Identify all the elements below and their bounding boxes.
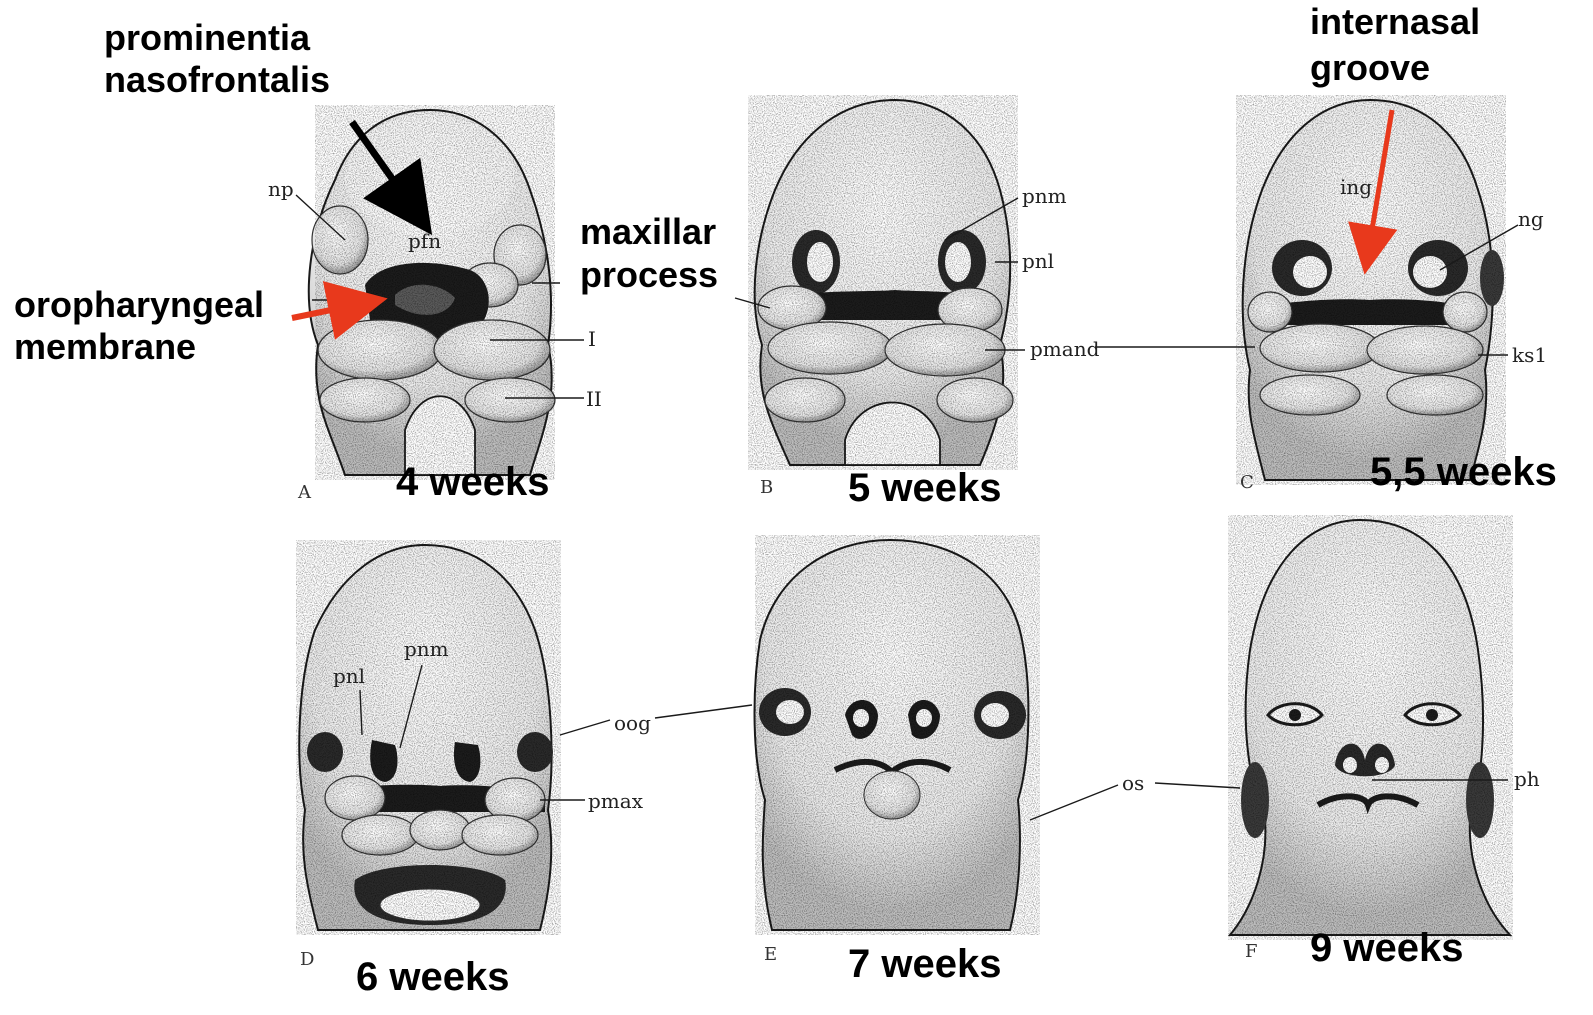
maxillar-label-line1: maxillar — [580, 210, 716, 254]
age-label-d: 6 weeks — [356, 955, 509, 999]
panel-letter-f: F — [1245, 942, 1258, 962]
internasal-label-line1: internasal — [1310, 0, 1480, 44]
label-np: np — [268, 178, 294, 200]
label-pfn: pfn — [408, 230, 441, 252]
oropharyngeal-label-line1: oropharyngeal — [14, 283, 264, 327]
prominentia-label-line1: prominentia — [104, 16, 310, 60]
panel-letter-e: E — [764, 945, 777, 965]
age-label-f: 9 weeks — [1310, 926, 1463, 970]
maxillar-label-line2: process — [580, 253, 718, 297]
panel-letter-d: D — [300, 950, 314, 970]
panel-letter-c: C — [1240, 473, 1254, 493]
label-oog: oog — [614, 712, 651, 734]
panel-letter-a: A — [298, 483, 311, 503]
panel-letter-b: B — [760, 478, 773, 498]
label-ing: ing — [1340, 176, 1372, 198]
embryo-e — [755, 535, 1040, 935]
label-ph: ph — [1514, 768, 1540, 790]
embryo-c — [1236, 95, 1506, 485]
internasal-label-line2: groove — [1310, 46, 1430, 90]
label-I: I — [588, 328, 596, 350]
label-ng: ng — [1518, 208, 1544, 230]
age-label-a: 4 weeks — [396, 460, 549, 504]
age-label-c: 5,5 weeks — [1370, 450, 1557, 494]
label-pnm-b: pnm — [1022, 185, 1067, 207]
label-pnl-d: pnl — [333, 665, 365, 687]
age-label-e: 7 weeks — [848, 942, 1001, 986]
label-pnm-d: pnm — [404, 638, 449, 660]
label-ks1: ks1 — [1512, 344, 1547, 366]
label-os: os — [1122, 772, 1144, 794]
embryo-a — [309, 105, 555, 480]
prominentia-label-line2: nasofrontalis — [104, 58, 330, 102]
age-label-b: 5 weeks — [848, 466, 1001, 510]
embryo-b — [748, 95, 1018, 470]
label-II: II — [586, 388, 602, 410]
embryo-d — [296, 540, 561, 935]
oropharyngeal-label-line2: membrane — [14, 325, 196, 369]
label-pmand: pmand — [1030, 338, 1099, 360]
label-pnl-b: pnl — [1022, 250, 1054, 272]
embryo-f — [1228, 515, 1513, 940]
label-pmax: pmax — [588, 790, 643, 812]
